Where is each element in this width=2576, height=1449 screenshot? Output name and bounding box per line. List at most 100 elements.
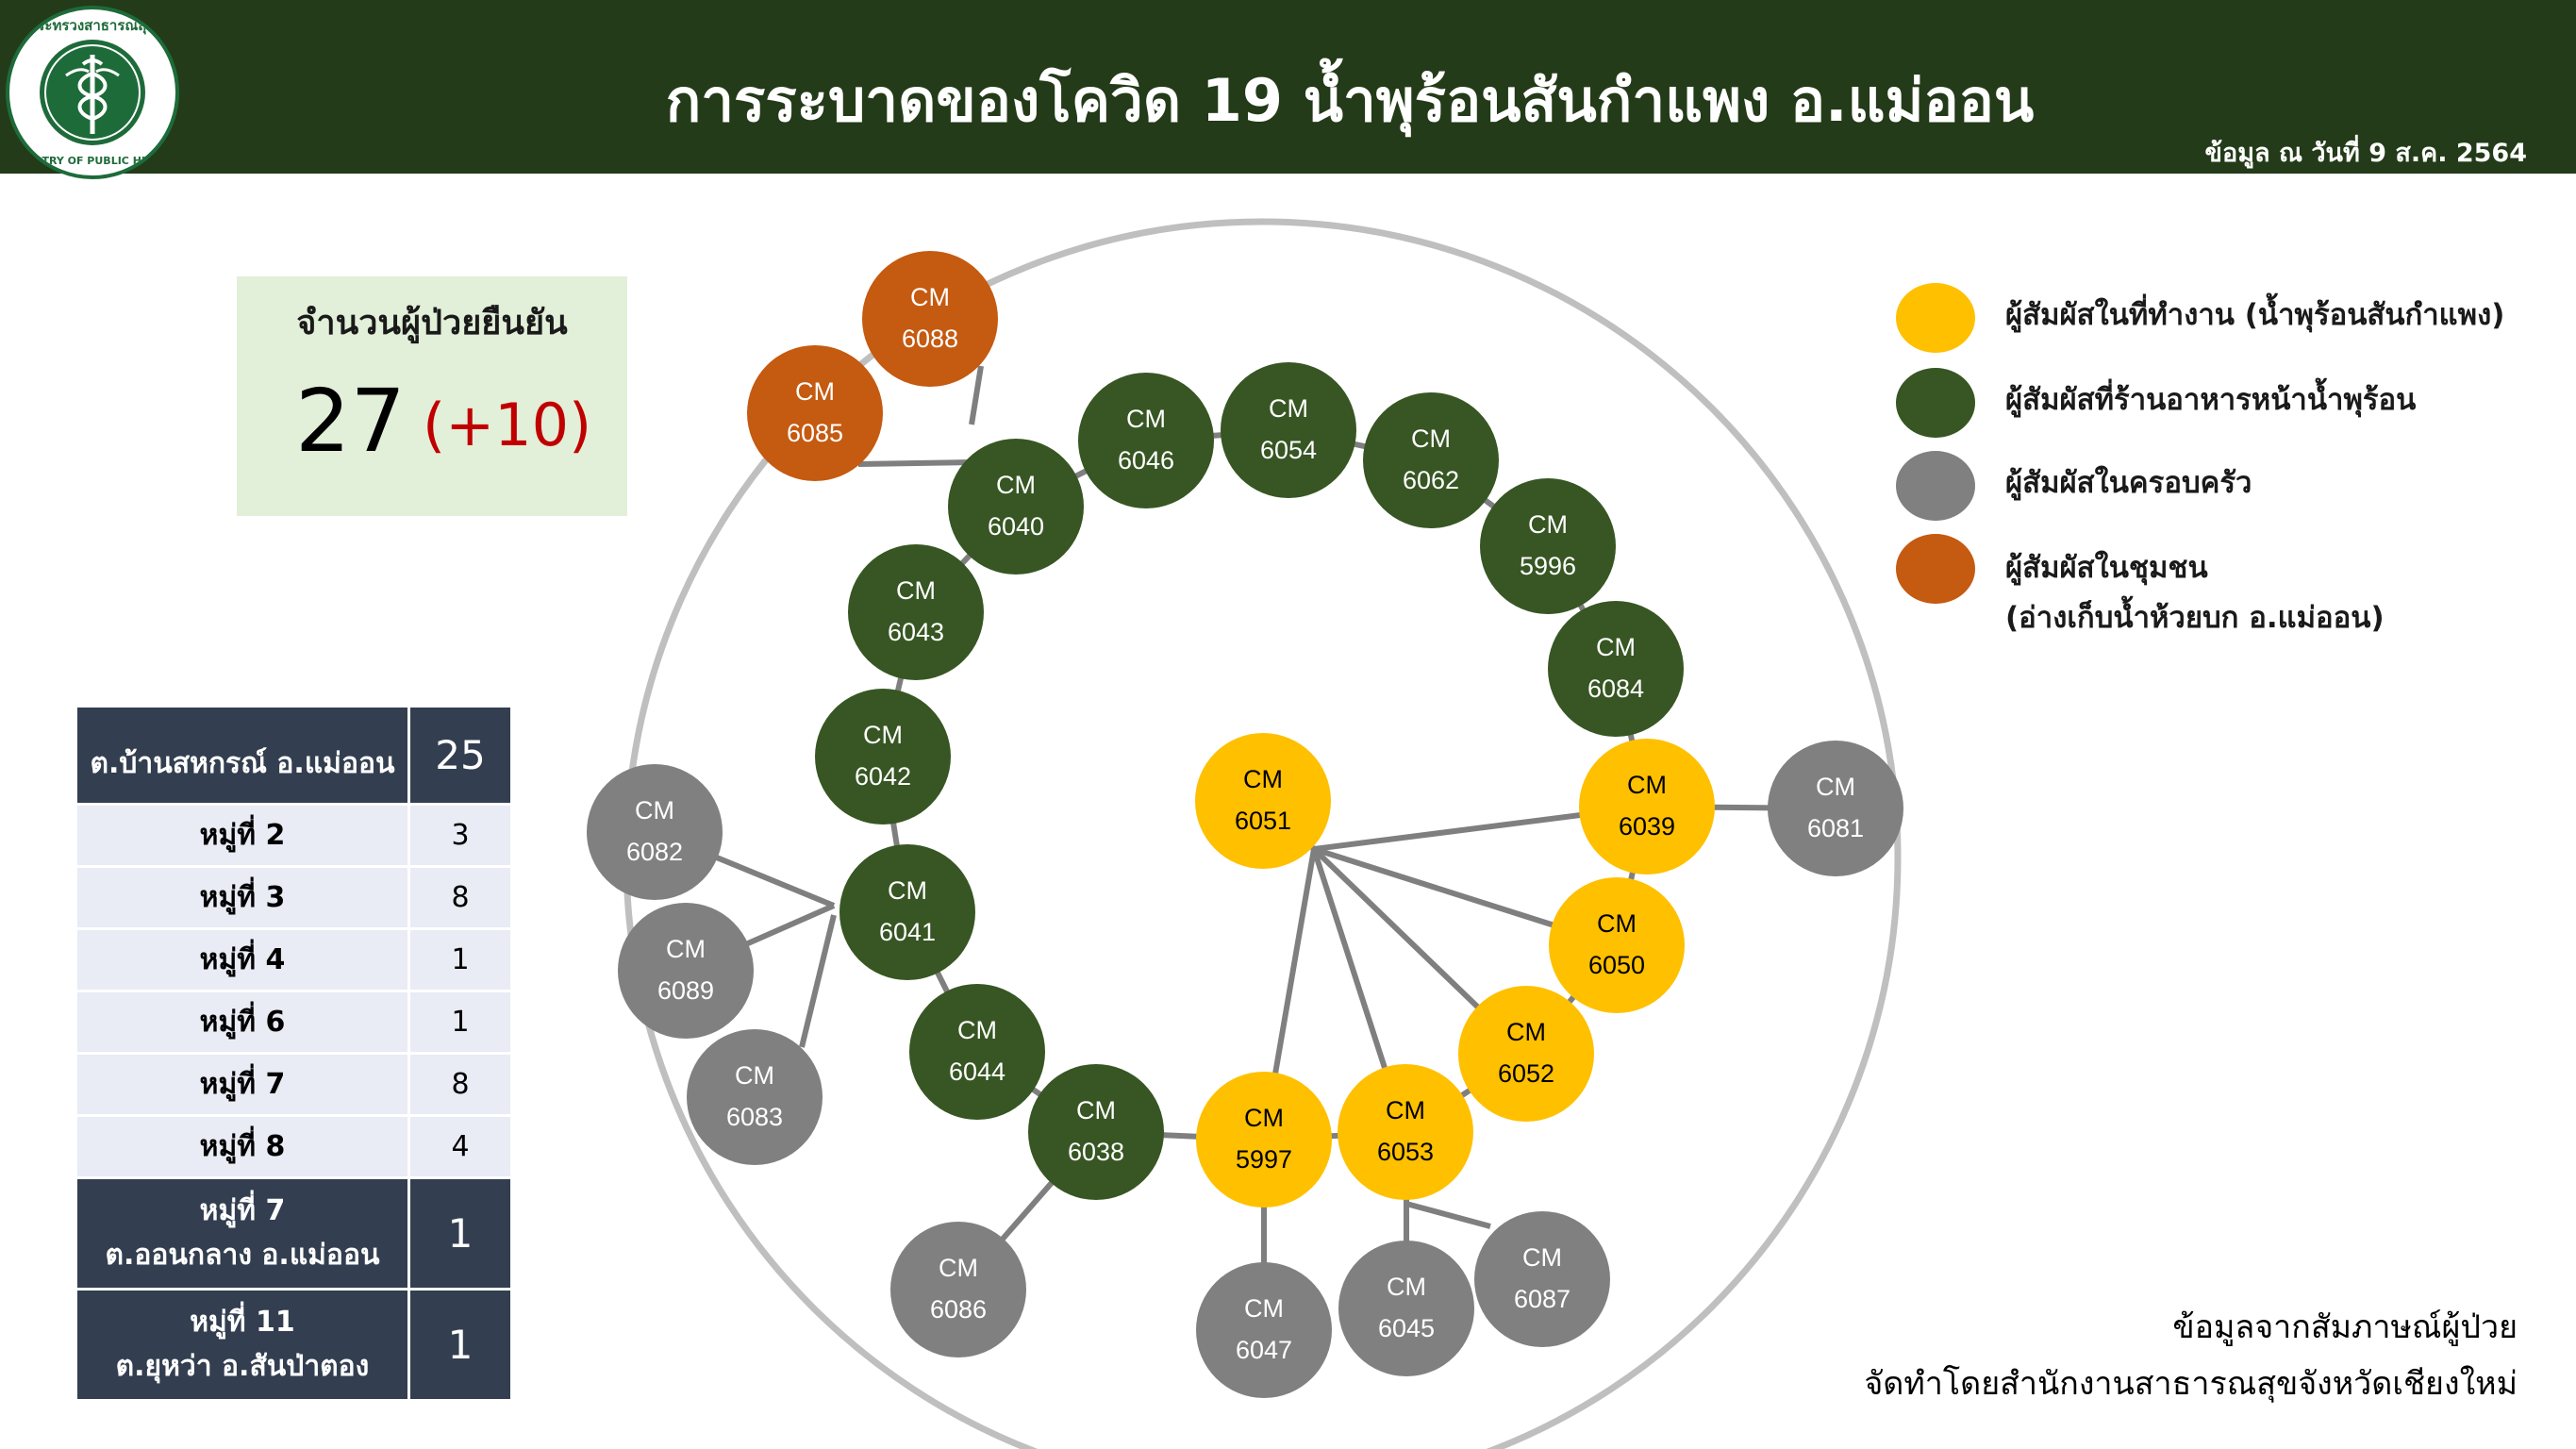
table-row: หมู่ที่ 3 8 xyxy=(77,868,510,927)
case-node-prefix: CM xyxy=(1627,771,1667,799)
legend-swatch-family xyxy=(1896,451,1975,521)
confirmed-cases-total: 27 xyxy=(295,371,407,472)
other-area-label: หมู่ที่ 7 ต.ออนกลาง อ.แม่ออน xyxy=(77,1179,407,1288)
case-node-number: 6040 xyxy=(988,512,1044,541)
case-node-circle xyxy=(1028,1064,1164,1200)
other-area-line2: ต.ออนกลาง อ.แม่ออน xyxy=(105,1238,380,1272)
case-node-number: 5996 xyxy=(1520,552,1576,580)
case-node-prefix: CM xyxy=(1126,405,1166,433)
village-count: 1 xyxy=(407,992,510,1052)
case-node-circle xyxy=(1458,986,1594,1122)
village-count: 4 xyxy=(407,1117,510,1176)
confirmed-cases-increase: (+10) xyxy=(423,391,592,459)
case-node-number: 6081 xyxy=(1807,814,1864,842)
main-area-count: 25 xyxy=(407,708,510,803)
ministry-of-public-health-logo: กระทรวงสาธารณสุข MINISTRY OF PUBLIC HEAL… xyxy=(6,6,179,179)
table-row: หมู่ที่ 7 8 xyxy=(77,1055,510,1114)
confirmed-cases-label: จำนวนผู้ป่วยยืนยัน xyxy=(296,304,568,342)
case-node-number: 6042 xyxy=(855,762,911,791)
case-node-6081: CM 6081 xyxy=(1768,741,1903,876)
link-6088-6040 xyxy=(969,365,984,425)
case-node-circle xyxy=(948,439,1084,575)
source-note-line2: จัดทำโดยสำนักงานสาธารณสุขจังหวัดเชียงใหม… xyxy=(1864,1364,2518,1403)
case-node-number: 6082 xyxy=(626,838,683,866)
case-node-prefix: CM xyxy=(957,1016,997,1044)
case-node-circle xyxy=(1338,1064,1473,1200)
case-node-prefix: CM xyxy=(666,935,706,963)
case-node-circle xyxy=(862,251,998,387)
case-node-circle xyxy=(1549,877,1685,1013)
link-6085-6040 xyxy=(857,459,972,467)
village-label: หมู่ที่ 8 xyxy=(77,1117,407,1176)
header-bar: กระทรวงสาธารณสุข MINISTRY OF PUBLIC HEAL… xyxy=(0,0,2576,179)
village-label: หมู่ที่ 2 xyxy=(77,806,407,865)
village-count: 8 xyxy=(407,1055,510,1114)
case-node-circle xyxy=(1363,392,1499,528)
case-node-number: 6050 xyxy=(1588,951,1645,979)
legend-label-workplace: ผู้สัมผัสในที่ทำงาน (น้ำพุร้อนสันกำแพง) xyxy=(2005,298,2505,332)
table-row: หมู่ที่ 4 1 xyxy=(77,930,510,990)
case-node-circle xyxy=(587,764,723,900)
page-title: การระบาดของโควิด 19 น้ำพุร้อนสันกำแพง อ.… xyxy=(665,66,2035,135)
case-node-prefix: CM xyxy=(863,721,903,749)
case-node-circle xyxy=(1196,1072,1332,1208)
case-node-circle xyxy=(815,689,951,824)
village-label: หมู่ที่ 4 xyxy=(77,930,407,990)
case-node-prefix: CM xyxy=(1816,773,1855,801)
case-node-prefix: CM xyxy=(939,1254,978,1282)
legend-community-line2: (อ่างเก็บน้ำห้วยบก อ.แม่ออน) xyxy=(2005,600,2385,635)
case-node-number: 6085 xyxy=(787,419,843,447)
case-node-number: 6084 xyxy=(1587,675,1644,703)
table-row-other-area: หมู่ที่ 11 ต.ยุหว่า อ.สันป่าตอง 1 xyxy=(77,1291,510,1399)
case-node-circle xyxy=(1195,733,1331,869)
case-node-circle xyxy=(909,984,1045,1120)
case-node-circle xyxy=(1196,1262,1332,1398)
table-row-main-area: ต.บ้านสหกรณ์ อ.แม่ออน 25 xyxy=(77,708,510,803)
table-row-other-area: หมู่ที่ 7 ต.ออนกลาง อ.แม่ออน 1 xyxy=(77,1179,510,1288)
case-node-prefix: CM xyxy=(910,283,950,311)
case-node-prefix: CM xyxy=(1522,1243,1562,1272)
legend-swatch-restaurant xyxy=(1896,368,1975,438)
case-node-number: 6038 xyxy=(1068,1138,1124,1166)
case-node-prefix: CM xyxy=(1076,1096,1116,1124)
case-node-prefix: CM xyxy=(1411,425,1451,453)
case-node-prefix: CM xyxy=(896,576,936,605)
confirmed-cases-box: จำนวนผู้ป่วยยืนยัน 27 (+10) xyxy=(237,276,627,516)
case-node-circle xyxy=(1221,362,1356,498)
svg-text:MINISTRY OF PUBLIC HEALTH: MINISTRY OF PUBLIC HEALTH xyxy=(9,155,175,167)
other-area-count: 1 xyxy=(407,1179,510,1288)
case-node-prefix: CM xyxy=(1596,633,1636,661)
link-6053-6087 xyxy=(1405,1201,1491,1229)
case-node-prefix: CM xyxy=(635,796,674,824)
link-6041-6083 xyxy=(799,914,837,1048)
case-node-number: 5997 xyxy=(1236,1145,1292,1174)
case-node-prefix: CM xyxy=(1269,394,1308,423)
case-node-prefix: CM xyxy=(735,1061,774,1090)
case-node-circle xyxy=(1768,741,1903,876)
case-node-6042: CM 6042 xyxy=(815,689,951,824)
case-node-circle xyxy=(1548,601,1684,737)
case-node-6083: CM 6083 xyxy=(687,1029,823,1165)
case-node-circle xyxy=(848,544,984,680)
case-node-circle xyxy=(1078,373,1214,508)
case-node-circle xyxy=(687,1029,823,1165)
table-row: หมู่ที่ 8 4 xyxy=(77,1117,510,1176)
case-node-prefix: CM xyxy=(1386,1096,1425,1124)
case-node-circle xyxy=(618,903,754,1039)
table-row: หมู่ที่ 2 3 xyxy=(77,806,510,865)
legend-swatch-community xyxy=(1896,534,1975,604)
case-node-number: 6083 xyxy=(726,1103,783,1131)
